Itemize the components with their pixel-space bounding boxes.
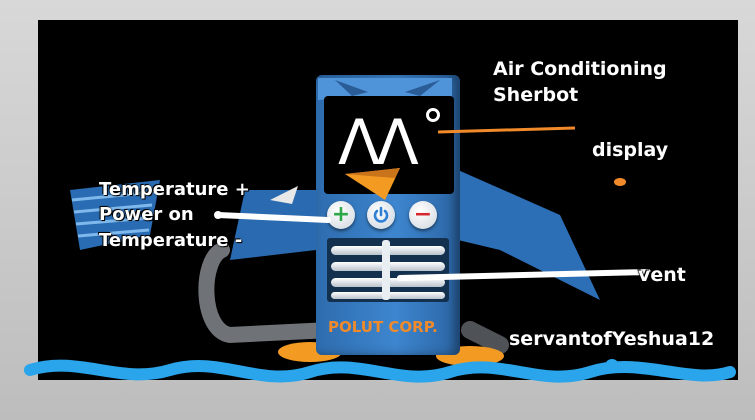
display-value: ΛΛ (338, 106, 419, 179)
temperature-minus-label: Temperature - (99, 230, 243, 251)
vent-label: vent (638, 264, 686, 286)
power-callout-dot (214, 211, 222, 219)
display-label: display (592, 139, 669, 161)
beak-shadow (345, 168, 400, 178)
vent-callout-line (397, 269, 651, 281)
title-line-1: Air Conditioning (493, 58, 667, 80)
power-callout-line (215, 212, 331, 223)
right-wing (458, 170, 600, 300)
plus-icon: + (331, 202, 351, 227)
credit-label: servantofYeshua12 (509, 328, 715, 350)
eyebrow-left (335, 80, 368, 96)
power-button[interactable] (367, 201, 395, 229)
antenna (270, 186, 298, 204)
degree-icon (426, 108, 440, 122)
eyebrow-right (405, 80, 440, 96)
hose-right (461, 321, 509, 354)
display-callout-line (437, 126, 576, 134)
power-icon (373, 206, 389, 223)
temperature-minus-button[interactable]: − (409, 201, 437, 229)
left-fin-stripes (71, 190, 156, 238)
vent-divider (382, 240, 390, 300)
hose (198, 242, 338, 344)
minus-icon: − (413, 202, 433, 227)
water-drop (605, 359, 619, 373)
temperature-plus-label: Temperature + (99, 179, 250, 200)
brand-label: POLUT CORP. (328, 318, 438, 336)
display-dot (614, 178, 626, 186)
temperature-plus-button[interactable]: + (327, 201, 355, 229)
left-wing (230, 190, 316, 260)
title-line-2: Sherbot (493, 84, 579, 106)
power-label: Power on (99, 204, 194, 225)
